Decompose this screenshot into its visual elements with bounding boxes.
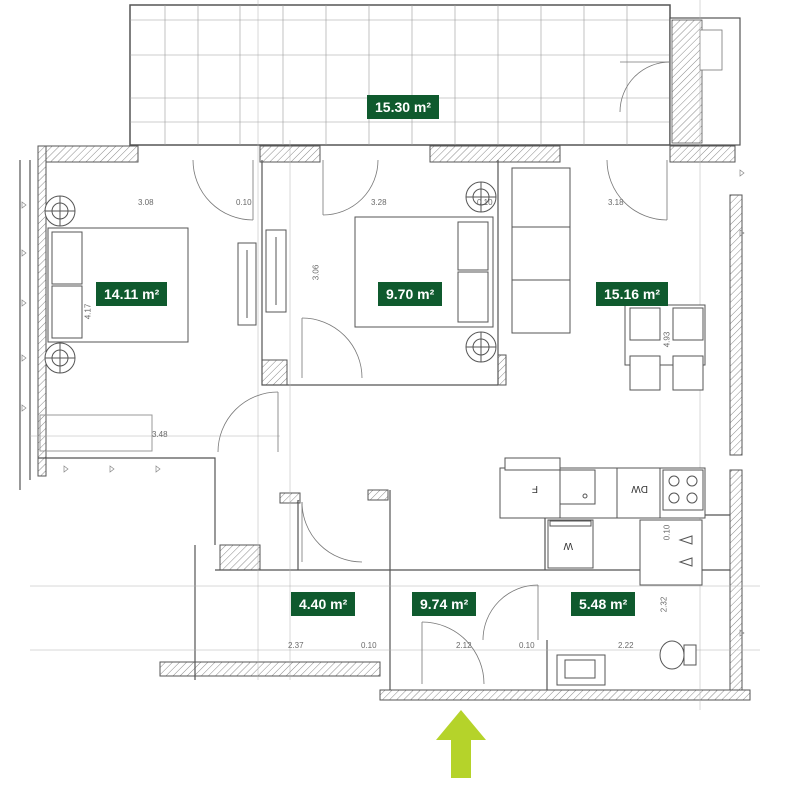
living-room-area-label: 15.16 m² xyxy=(596,282,669,306)
dimension-label: 0.10 xyxy=(236,198,252,207)
dimension-label: 0.10 xyxy=(477,198,493,207)
doors xyxy=(192,159,668,685)
bathroom-area-label: 5.48 m² xyxy=(571,592,636,616)
balcony xyxy=(129,4,741,146)
dimension-label: 4.93 xyxy=(662,331,672,348)
bed-2 xyxy=(354,181,497,363)
wardrobe-bedroom-1 xyxy=(237,229,287,326)
bedroom-1-area-label: 14.11 m² xyxy=(96,282,168,306)
bed-1 xyxy=(39,195,189,452)
balcony-tile-grid xyxy=(130,5,670,145)
dimension-label: 0.10 xyxy=(662,524,672,541)
entrance-arrow-icon xyxy=(436,710,486,778)
bedroom-2-area-label: 9.70 m² xyxy=(378,282,443,306)
toilet xyxy=(659,640,697,670)
wall-markers xyxy=(21,169,745,637)
washbasin xyxy=(556,654,606,686)
dimension-label: 3.18 xyxy=(608,198,624,207)
dimension-label: 0.10 xyxy=(519,641,535,650)
hall-area-label: 9.74 m² xyxy=(412,592,477,616)
dimension-label: 3.06 xyxy=(311,264,321,281)
dimension-label: 3.48 xyxy=(152,430,168,439)
dimension-label: 4.17 xyxy=(83,303,93,320)
dimension-label: 2.22 xyxy=(618,641,634,650)
dimension-label: 2.37 xyxy=(288,641,304,650)
dishwasher-label: DW xyxy=(631,483,648,494)
dimension-label: 3.28 xyxy=(371,198,387,207)
washer-label: W xyxy=(563,540,573,551)
balcony-area-label: 15.30 m² xyxy=(367,95,440,119)
kitchen-counter xyxy=(499,457,706,519)
dimension-label: 0.10 xyxy=(361,641,377,650)
storage-area-label: 4.40 m² xyxy=(291,592,356,616)
fridge-label: F xyxy=(532,483,538,494)
dimension-label: 2.32 xyxy=(659,596,669,613)
sofa xyxy=(511,167,571,334)
washing-machine xyxy=(547,519,594,569)
dimension-label: 2.12 xyxy=(456,641,472,650)
shower xyxy=(639,519,703,586)
dimension-label: 3.08 xyxy=(138,198,154,207)
dining-table xyxy=(624,304,706,391)
